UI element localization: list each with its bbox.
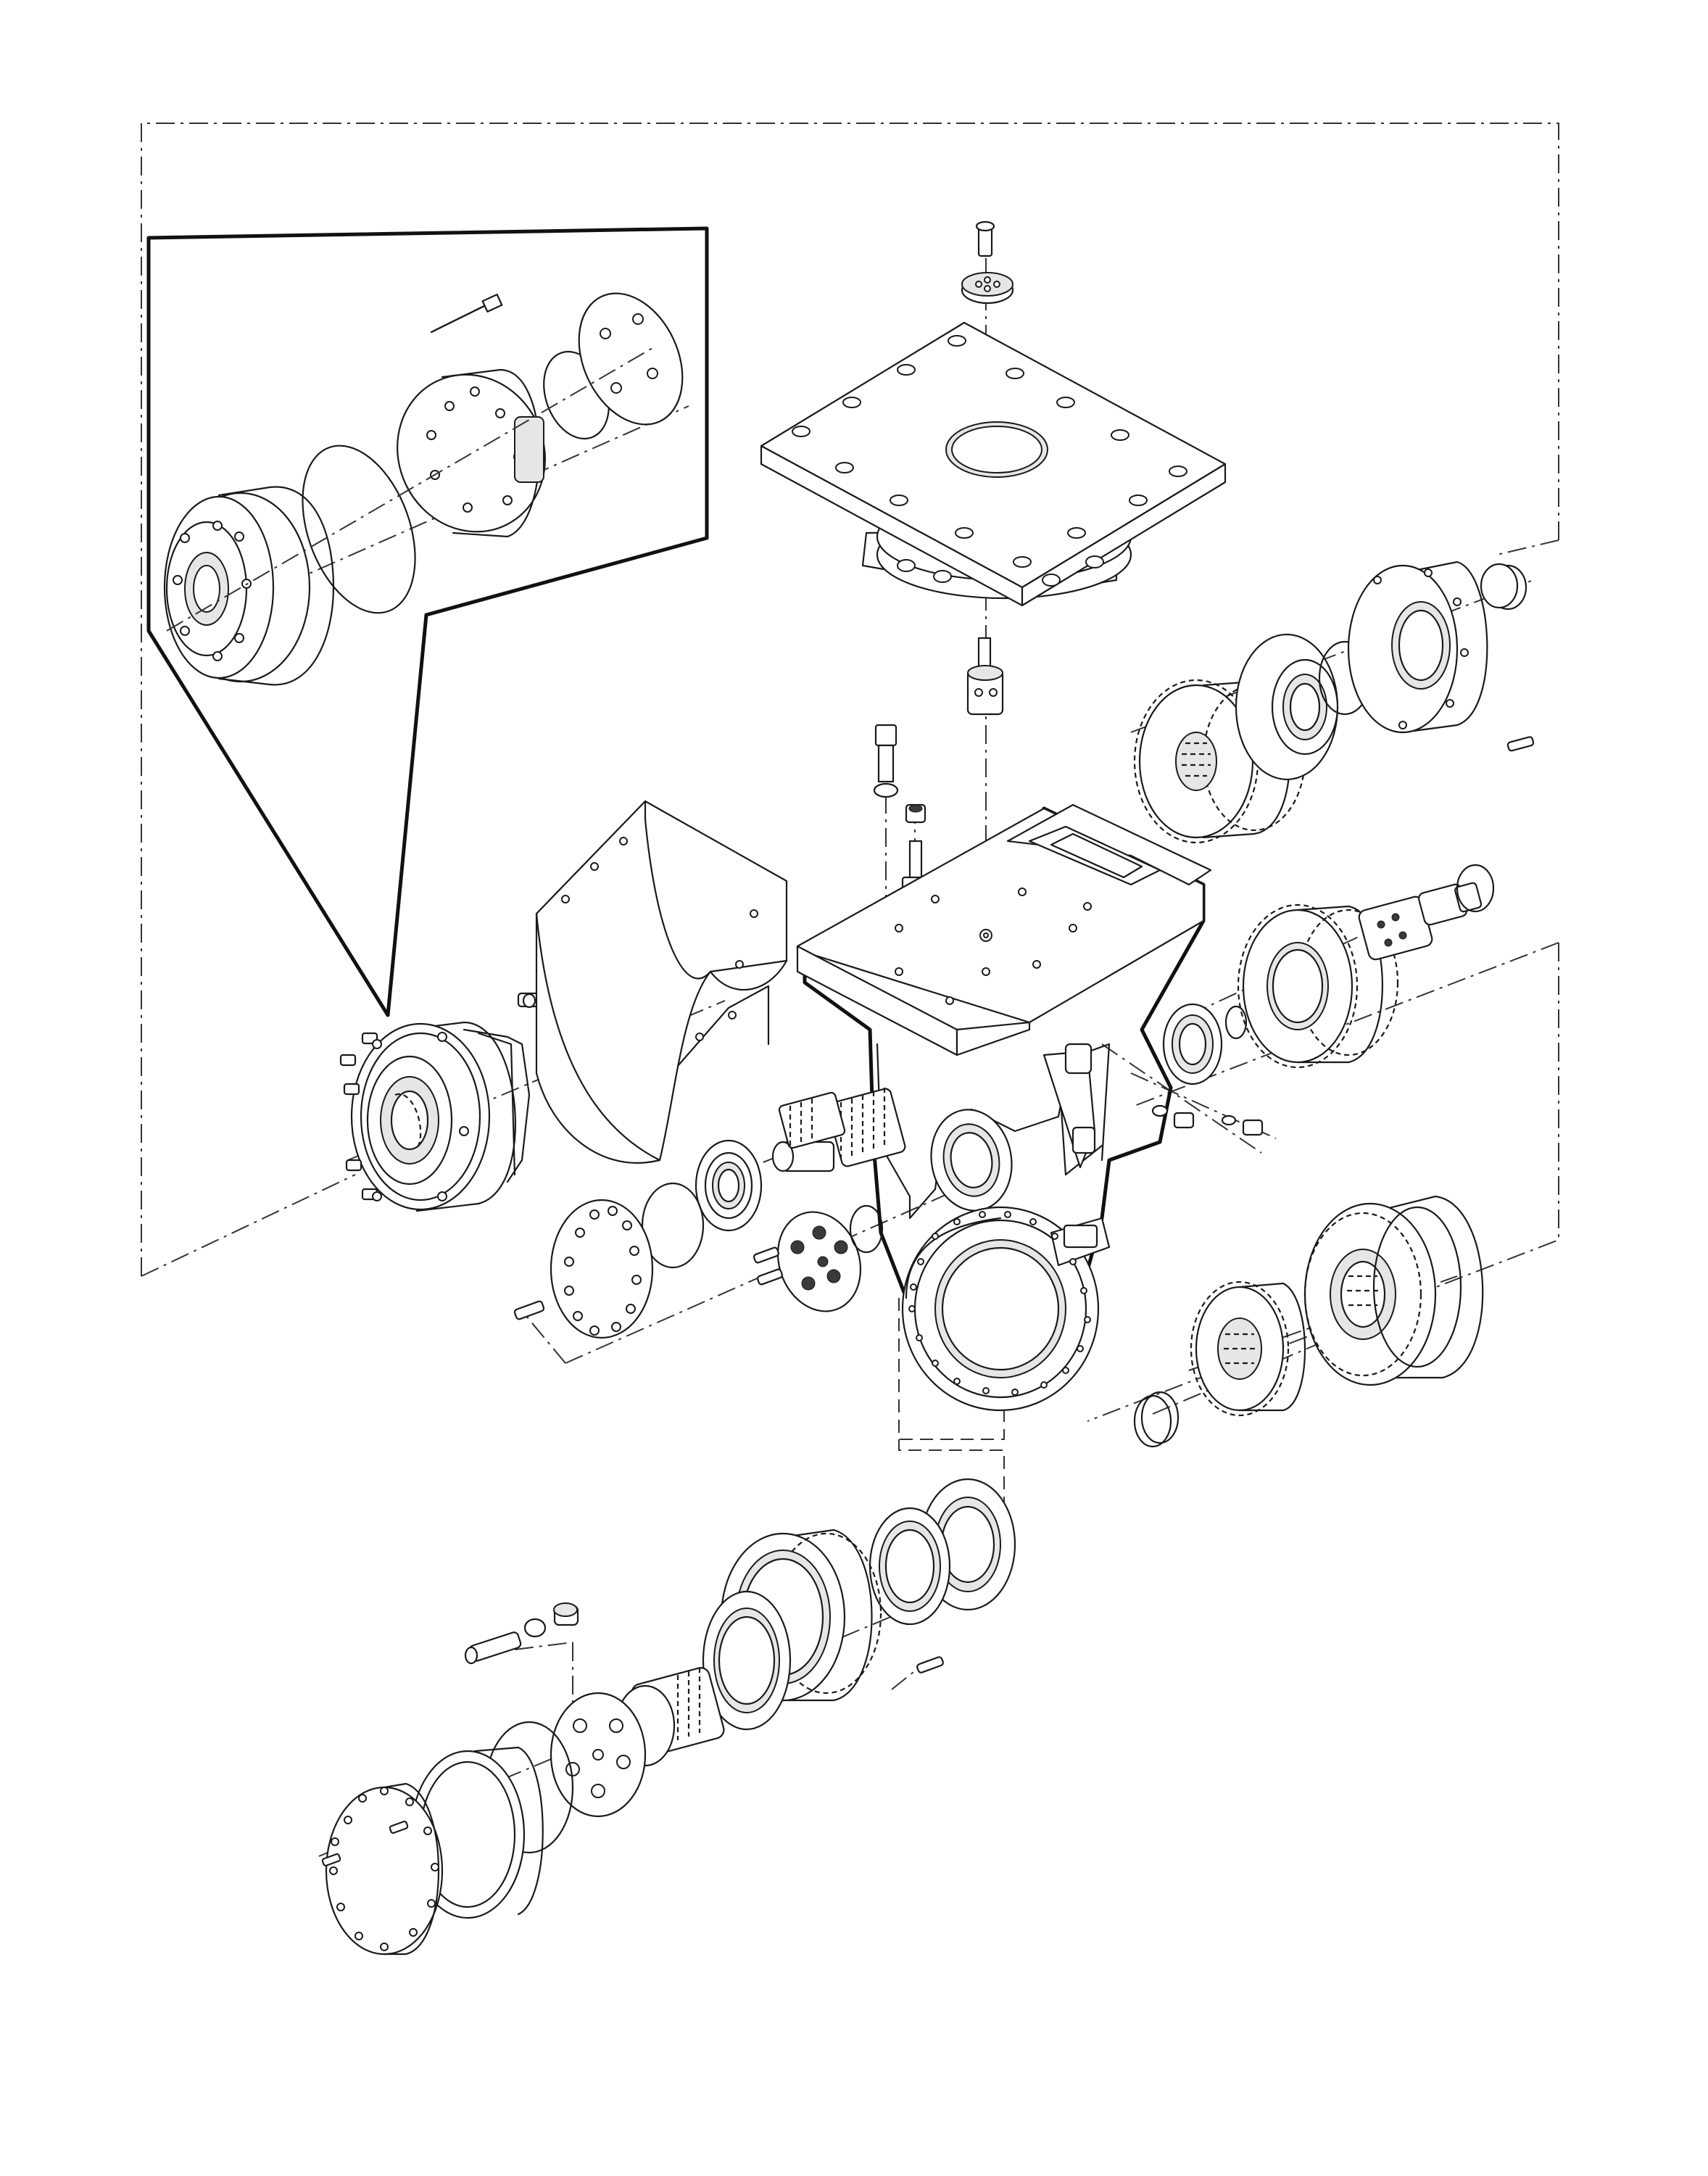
final-drive-carrier <box>550 1692 647 1818</box>
final-drive-planet-bearing <box>702 1590 792 1731</box>
lock-nut <box>905 803 926 824</box>
final-drive-bolt-washer <box>523 1618 547 1638</box>
input-retainer-plate <box>776 1211 862 1312</box>
intermediate-bearing <box>1162 1003 1223 1085</box>
input-bearing <box>695 1139 763 1232</box>
motor-guard <box>535 800 788 1164</box>
output-retaining-ring <box>1133 1391 1180 1448</box>
idler-bearing <box>1271 658 1339 756</box>
idler-cover <box>1347 560 1488 734</box>
intermediate-gear <box>1237 903 1399 1069</box>
final-drive-sun-shaft <box>615 1667 725 1767</box>
idler-seal <box>1480 563 1527 611</box>
input-cover-screw <box>513 1300 545 1320</box>
input-o-ring <box>641 1182 705 1269</box>
output-hub <box>1303 1195 1484 1386</box>
mounting-plate <box>760 321 1227 607</box>
intermediate-o-ring <box>1224 1005 1248 1040</box>
retainer-o-ring <box>849 1204 884 1254</box>
detail-long-bolt <box>430 294 503 334</box>
detail-motor-flange <box>397 368 546 538</box>
housing-small-fasteners <box>1151 1104 1264 1136</box>
final-drive-cover-screws <box>321 1820 409 1867</box>
detail-end-cap <box>578 292 684 426</box>
bolt-washer <box>873 782 899 798</box>
top-screw <box>975 220 995 257</box>
ring-gear-screw <box>916 1656 944 1674</box>
top-cap-washer <box>961 272 1014 305</box>
gearbox-housing <box>796 803 1212 1412</box>
idler-cover-screw <box>1506 736 1535 752</box>
input-cover-plate <box>550 1199 654 1339</box>
intermediate-snap-ring <box>1456 864 1495 913</box>
detail-motor-body <box>163 486 335 686</box>
retainer-screws <box>753 1246 784 1286</box>
intermediate-shaft <box>1358 882 1483 961</box>
final-drive-bearing <box>868 1507 951 1626</box>
input-splined-shaft <box>771 1088 906 1172</box>
output-drive-gear <box>1190 1281 1306 1417</box>
hydraulic-motor <box>339 992 540 1212</box>
center-bushing <box>966 637 1004 716</box>
final-drive-bushing <box>553 1602 579 1626</box>
final-drive-end-cover <box>325 1782 444 1956</box>
final-drive-bolt <box>464 1631 522 1665</box>
hydraulic-motor-detail-callout <box>146 226 709 1017</box>
hex-bolt <box>874 724 897 783</box>
